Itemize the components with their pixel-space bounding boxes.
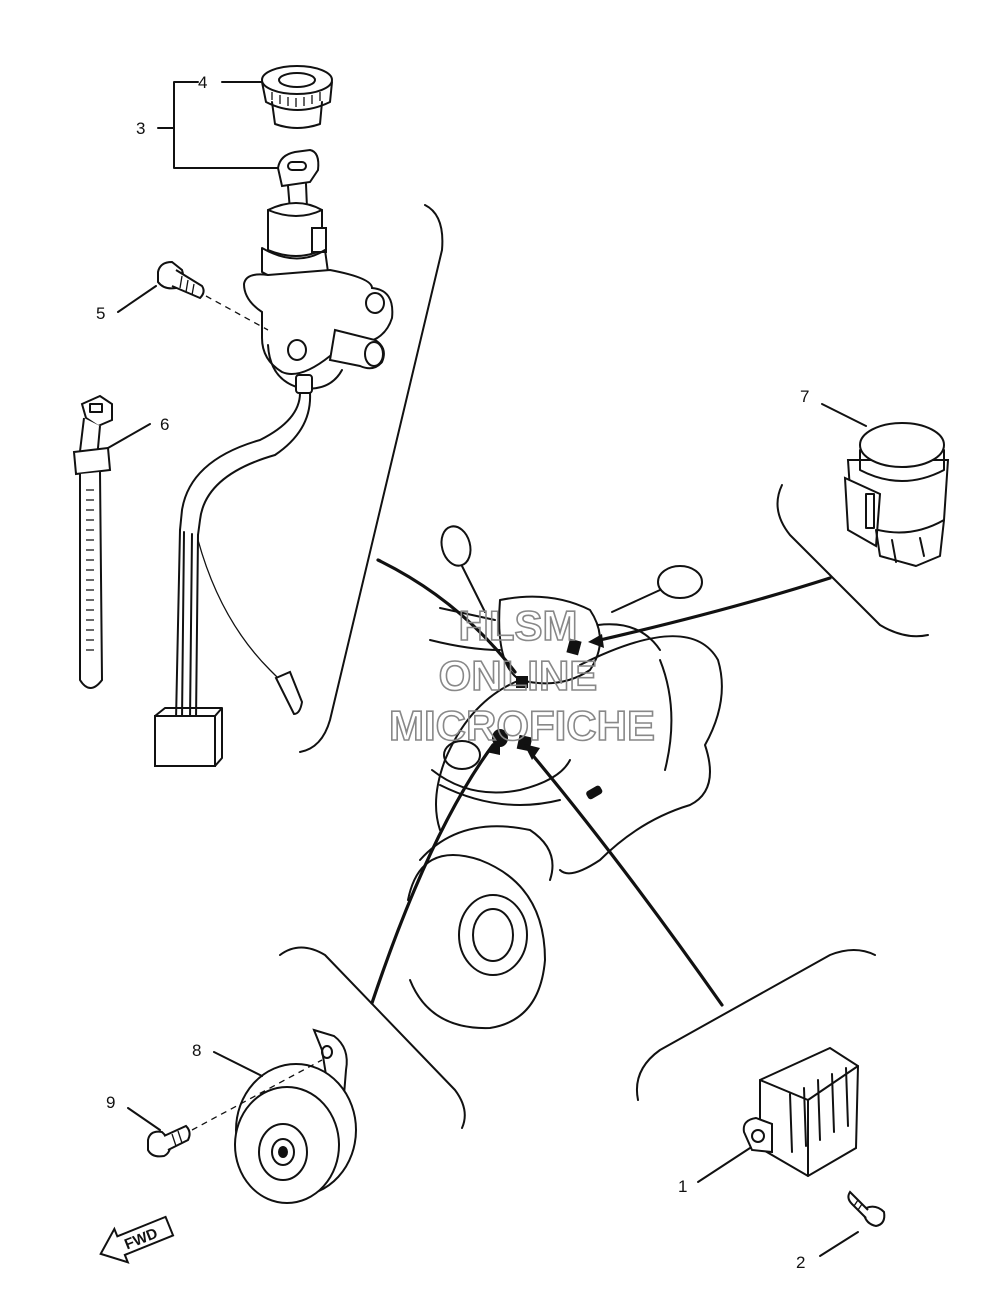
watermark: HLSM ONLINE MICROFICHE [388,601,656,750]
panel-frame-relay [776,484,929,638]
scooter-illustration [407,525,723,1030]
callout-number-2: 2 [796,1253,805,1272]
callout-number-4: 4 [198,73,207,92]
watermark-line-3: MICROFICHE [389,702,655,749]
callout-number-9: 9 [106,1093,115,1112]
part-1-rectifier-regulator [742,1046,860,1178]
callout-leaders [107,81,867,1257]
leader-relay [598,576,832,642]
panel-frame-ignition [299,204,444,753]
callout-number-6: 6 [160,415,169,434]
callout-number-3: 3 [136,119,145,138]
callout-number-1: 1 [678,1177,687,1196]
callout-number-5: 5 [96,304,105,323]
panel-frame-rectifier [636,949,876,1101]
leader-ignition [376,558,517,674]
leader-rectifier [528,750,724,1007]
watermark-line-1: HLSM [459,602,578,649]
watermark-line-2: ONLINE [439,652,598,699]
main-switch-assembly [242,65,394,394]
part-6-cable-tie [72,394,113,689]
forward-direction-arrow: FWD [99,1215,175,1264]
callout-number-7: 7 [800,387,809,406]
part-9-bolt [147,1059,323,1158]
part-2-screw [847,1190,886,1228]
part-5-screw [157,260,269,331]
part-7-relay [843,422,950,567]
switch-wire-harness [154,392,312,767]
callout-number-8: 8 [192,1041,201,1060]
part-8-horn [234,1028,357,1204]
leader-horn [370,743,495,1005]
panel-frame-horn [279,946,466,1129]
